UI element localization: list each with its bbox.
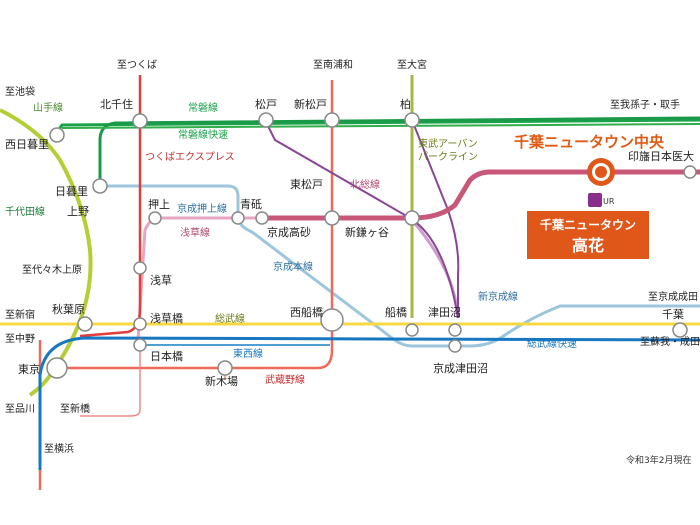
- station-inzainichiidai: 印旛日本医大: [628, 149, 694, 163]
- station-marker-kashiwa: [404, 112, 420, 128]
- station-keiseitakasago: 京成高砂: [267, 225, 311, 239]
- dest-shimbashi: 至新橋: [60, 402, 90, 415]
- line-label-keisei-oshiage: 京成押上線: [177, 202, 227, 215]
- dest-omiya: 至大宮: [397, 58, 427, 71]
- dest-minamiurawa: 至南浦和: [313, 58, 353, 71]
- line-label-hokuso: 北総線: [350, 178, 380, 191]
- station-funabashi: 船橋: [385, 305, 407, 319]
- station-asakusa: 浅草: [150, 274, 172, 287]
- line-label-tozai: 東西線: [233, 347, 263, 360]
- line-label-sobu-rapid: 総武線快速: [527, 337, 577, 350]
- station-marker-shinmatsudo: [324, 112, 340, 128]
- ur-logo: UR: [588, 193, 615, 207]
- station-kitasenju: 北千住: [100, 97, 133, 111]
- line-label-joban: 常磐線: [188, 101, 218, 114]
- station-marker-aoto: [231, 211, 245, 225]
- musashino-line: [38, 80, 334, 490]
- station-keiseitsudanuma: 京成津田沼: [433, 361, 488, 375]
- station-shinkiba: 新木場: [205, 374, 238, 388]
- station-marker-shinkiba: [217, 360, 233, 376]
- station-marker-tsudanuma: [448, 323, 462, 337]
- station-tsudanuma: 津田沼: [428, 305, 461, 319]
- dest-nakano: 至中野: [5, 332, 35, 345]
- station-marker-oshiage: [148, 211, 162, 225]
- station-marker-nishinippori: [49, 127, 65, 143]
- station-asakusabashi: 浅草橋: [150, 311, 183, 325]
- station-marker-kitasenju: [132, 113, 148, 129]
- dest-shinjuku: 至新宿: [5, 308, 35, 321]
- station-chiba: 千葉: [662, 307, 684, 321]
- dest-tsukuba: 至つくば: [117, 59, 157, 71]
- dest-shinagawa: 至品川: [5, 403, 35, 415]
- station-marker-asakusabashi: [133, 317, 147, 331]
- line-label-tsukuba-express: つくばエクスプレス: [145, 151, 235, 163]
- dest-yoyogiuehara: 至代々木上原: [22, 264, 82, 276]
- station-marker-nippori: [92, 178, 108, 194]
- station-nihonbashi: 日本橋: [150, 349, 183, 363]
- dest-abiko: 至我孫子・取手: [610, 98, 680, 111]
- station-kashiwa: 柏: [400, 97, 411, 111]
- station-nippori: 日暮里: [55, 184, 88, 198]
- hokuso-line: [262, 169, 700, 221]
- line-label-asakusa: 浅草線: [180, 226, 210, 239]
- line-label-keisei-main: 京成本線: [273, 260, 313, 273]
- dest-yokohama: 至横浜: [44, 442, 74, 455]
- station-marker-higashimatsudo: [324, 210, 340, 226]
- keisei-main-line: [95, 184, 700, 348]
- line-label-tobu-2: パークライン: [418, 151, 478, 163]
- dest-soga: 至蘇我・成田: [640, 335, 700, 348]
- line-label-sobu: 総武線: [215, 312, 245, 325]
- station-marker-matsudo: [258, 112, 274, 128]
- station-marker-asakusa: [133, 261, 147, 275]
- callout-box: [527, 211, 649, 259]
- station-marker-nihonbashi: [133, 338, 147, 352]
- station-marker-inzai: [683, 165, 697, 179]
- station-nishifunabashi: 西船橋: [290, 305, 323, 319]
- callout-line1: 千葉ニュータウン: [540, 217, 636, 232]
- station-akihabara: 秋葉原: [52, 302, 85, 316]
- dest-keiseinarita: 至京成成田: [648, 290, 698, 303]
- station-oshiage: 押上: [148, 197, 170, 211]
- dest-ikebukuro: 至池袋: [5, 85, 35, 98]
- station-higashimatsudo: 東松戸: [290, 177, 323, 191]
- station-ueno: 上野: [67, 205, 89, 218]
- station-highlight: 千葉ニュータウン中央: [514, 133, 665, 151]
- station-marker-keiseitsudanuma: [448, 339, 462, 353]
- line-label-tobu-1: 東武アーバン: [418, 137, 478, 150]
- line-label-shin-keisei: 新京成線: [478, 290, 518, 303]
- yamanote-line: [0, 108, 93, 397]
- sobu-rapid-line: [38, 336, 700, 470]
- station-aoto: 青砥: [240, 198, 262, 211]
- station-tokyo: 東京: [18, 362, 40, 376]
- callout-line2: 高花: [572, 236, 604, 255]
- station-marker-tokyo: [46, 357, 68, 379]
- station-shinmatsudo: 新松戸: [294, 97, 327, 111]
- joban-rapid-line: [61, 123, 700, 129]
- line-label-joban-rapid: 常磐線快速: [178, 128, 228, 141]
- highlight-station-core: [595, 166, 607, 178]
- station-shinkamagaya: 新鎌ヶ谷: [345, 225, 389, 239]
- station-nishinippori: 西日暮里: [5, 137, 49, 151]
- line-label-musashino: 武蔵野線: [265, 373, 305, 386]
- station-marker-shinkamagaya: [404, 210, 420, 226]
- shin-keisei-line: [410, 219, 460, 319]
- line-label-chiyoda: 千代田線: [5, 205, 45, 218]
- station-marker-nishifunabashi: [320, 308, 344, 332]
- station-marker-funabashi: [405, 323, 419, 337]
- footnote: 令和3年2月現在: [626, 454, 691, 466]
- station-marker-chiba: [672, 322, 688, 338]
- ur-logo-letters: UR: [603, 197, 615, 206]
- station-matsudo: 松戸: [255, 97, 277, 111]
- line-label-yamanote: 山手線: [33, 101, 63, 114]
- station-marker-akihabara: [77, 316, 93, 332]
- station-marker-takasago: [255, 211, 269, 225]
